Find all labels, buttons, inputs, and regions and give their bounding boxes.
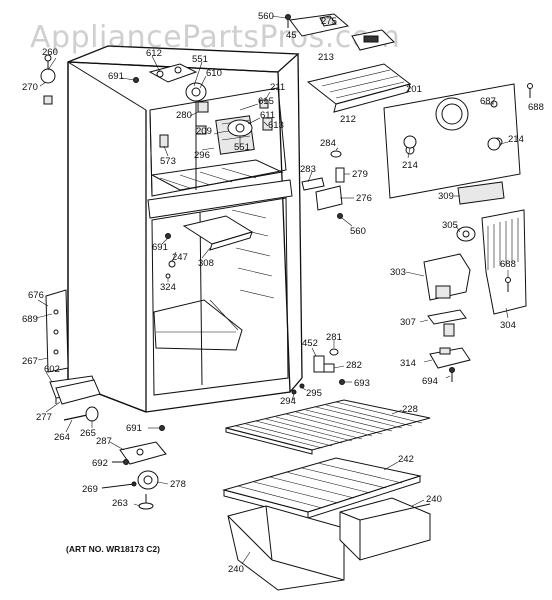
callout-214-right: 214 <box>508 134 524 145</box>
callout-214-left: 214 <box>402 160 418 171</box>
callout-307: 307 <box>400 317 416 328</box>
callout-270: 270 <box>22 82 38 93</box>
callout-labels: 560 275 45 260 612 213 691 551 610 201 2… <box>22 11 544 575</box>
callout-240-left: 240 <box>228 564 244 575</box>
callout-213: 213 <box>318 52 334 63</box>
callout-693: 693 <box>354 378 370 389</box>
callout-676: 676 <box>28 290 44 301</box>
callout-287: 287 <box>96 436 112 447</box>
callout-247: 247 <box>172 252 188 263</box>
callout-560-mid: 560 <box>350 226 366 237</box>
callout-687: 687 <box>480 96 496 107</box>
callout-260: 260 <box>42 47 58 58</box>
callout-45: 45 <box>286 30 297 41</box>
callout-263: 263 <box>112 498 128 509</box>
callout-611: 611 <box>260 110 275 121</box>
callout-228: 228 <box>402 404 418 415</box>
callout-296: 296 <box>194 150 210 161</box>
callout-264: 264 <box>54 432 70 443</box>
callout-688-mid: 688 <box>500 259 516 270</box>
callout-452: 452 <box>302 338 318 349</box>
callout-691-top: 691 <box>108 71 124 82</box>
callout-279: 279 <box>352 169 368 180</box>
callout-691-bottom: 691 <box>126 423 142 434</box>
callout-551-top: 551 <box>192 54 208 65</box>
callout-613: 613 <box>268 120 284 131</box>
callout-314: 314 <box>400 358 416 369</box>
callout-201: 201 <box>406 84 422 95</box>
callout-602: 602 <box>44 364 60 375</box>
callout-283: 283 <box>300 164 316 175</box>
callout-295: 295 <box>306 388 322 399</box>
callout-211: 211 <box>270 82 285 93</box>
callout-281: 281 <box>326 332 342 343</box>
callout-689: 689 <box>22 314 38 325</box>
callout-309: 309 <box>438 191 454 202</box>
callout-560-top: 560 <box>258 11 274 22</box>
callout-276: 276 <box>356 193 372 204</box>
callout-305: 305 <box>442 220 458 231</box>
art-number-note: (ART NO. WR18173 C2) <box>66 544 160 554</box>
callout-303: 303 <box>390 267 406 278</box>
callout-615: 615 <box>258 96 274 107</box>
callout-324: 324 <box>160 282 176 293</box>
callout-280: 280 <box>176 110 192 121</box>
callout-277: 277 <box>36 412 52 423</box>
callout-573: 573 <box>160 156 176 167</box>
callout-688-top: 688 <box>528 102 544 113</box>
callout-240-right: 240 <box>426 494 442 505</box>
callout-551-mid: 551 <box>234 142 250 153</box>
callout-209: 209 <box>196 126 212 137</box>
shelves-and-drawers <box>55 379 431 591</box>
callout-612: 612 <box>146 48 162 59</box>
callout-610: 610 <box>206 68 222 79</box>
callout-294: 294 <box>280 396 296 407</box>
leader-lines <box>35 15 509 565</box>
callout-308: 308 <box>198 258 214 269</box>
callout-212: 212 <box>340 114 356 125</box>
callout-694: 694 <box>422 376 438 387</box>
callout-284: 284 <box>320 138 336 149</box>
callout-267: 267 <box>22 356 38 367</box>
cabinet <box>45 45 303 413</box>
callout-242: 242 <box>398 454 414 465</box>
callout-278: 278 <box>170 479 186 490</box>
callout-265: 265 <box>80 428 96 439</box>
callout-692: 692 <box>92 458 108 469</box>
callout-691-mid: 691 <box>152 242 168 253</box>
callout-282: 282 <box>346 360 362 371</box>
callout-269: 269 <box>82 484 98 495</box>
control-and-panel-parts <box>40 13 533 395</box>
callout-304: 304 <box>500 320 516 331</box>
callout-275: 275 <box>321 16 337 27</box>
